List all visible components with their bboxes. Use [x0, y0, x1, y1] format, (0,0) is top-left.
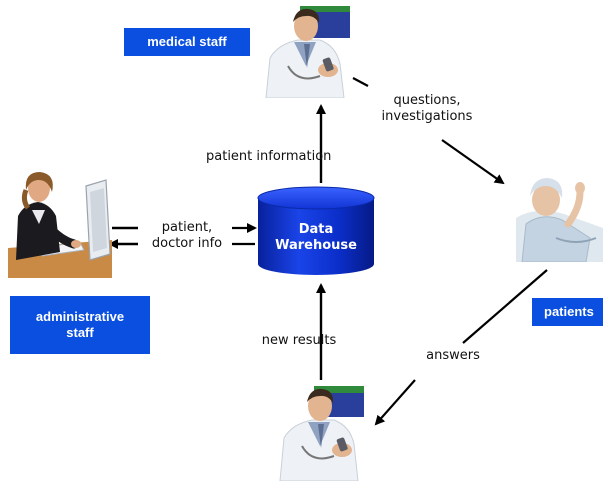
arrow-patients-to-doctor-b [374, 379, 416, 426]
doctor-results-illustration [278, 382, 364, 481]
administrative-staff-text-line1: administrative [35, 309, 125, 324]
medical-staff-label: medical staff [124, 28, 250, 56]
administrative-staff-photo [8, 170, 112, 278]
administrative-staff-label: administrative staff [10, 296, 150, 354]
patient-information-text: patient information [206, 149, 332, 164]
arrow-medical-to-patients-b [441, 139, 505, 185]
administrative-staff-text-line2: staff [66, 325, 94, 340]
patient-doctor-line1: patient, [161, 220, 213, 235]
questions-text-line2: investigations [381, 109, 473, 124]
questions-text-line1: questions, [393, 93, 461, 108]
patient-illustration [516, 168, 603, 262]
new-results-text: new results [261, 333, 337, 348]
questions-text: questions, investigations [372, 93, 482, 125]
database-cylinder-icon [257, 186, 375, 275]
answers-text: answers [426, 348, 480, 363]
arrow-patients-to-doctor-a [462, 269, 548, 344]
doctor-photo-results [278, 382, 364, 481]
doctor-photo [264, 6, 350, 98]
data-warehouse-label: Data Warehouse [255, 222, 377, 254]
admin-illustration [8, 170, 112, 278]
arrow-medical-to-patients-a [352, 77, 369, 87]
patients-text: patients [544, 304, 594, 319]
medical-staff-text: medical staff [147, 34, 227, 49]
patient-doctor-info-text: patient, doctor info [140, 220, 234, 252]
patient-photo [516, 168, 603, 262]
data-warehouse-line2: Warehouse [275, 238, 357, 253]
doctor-illustration [264, 6, 350, 98]
patients-label: patients [532, 298, 603, 326]
data-warehouse-line1: Data [298, 222, 334, 237]
patient-doctor-line2: doctor info [151, 236, 223, 251]
